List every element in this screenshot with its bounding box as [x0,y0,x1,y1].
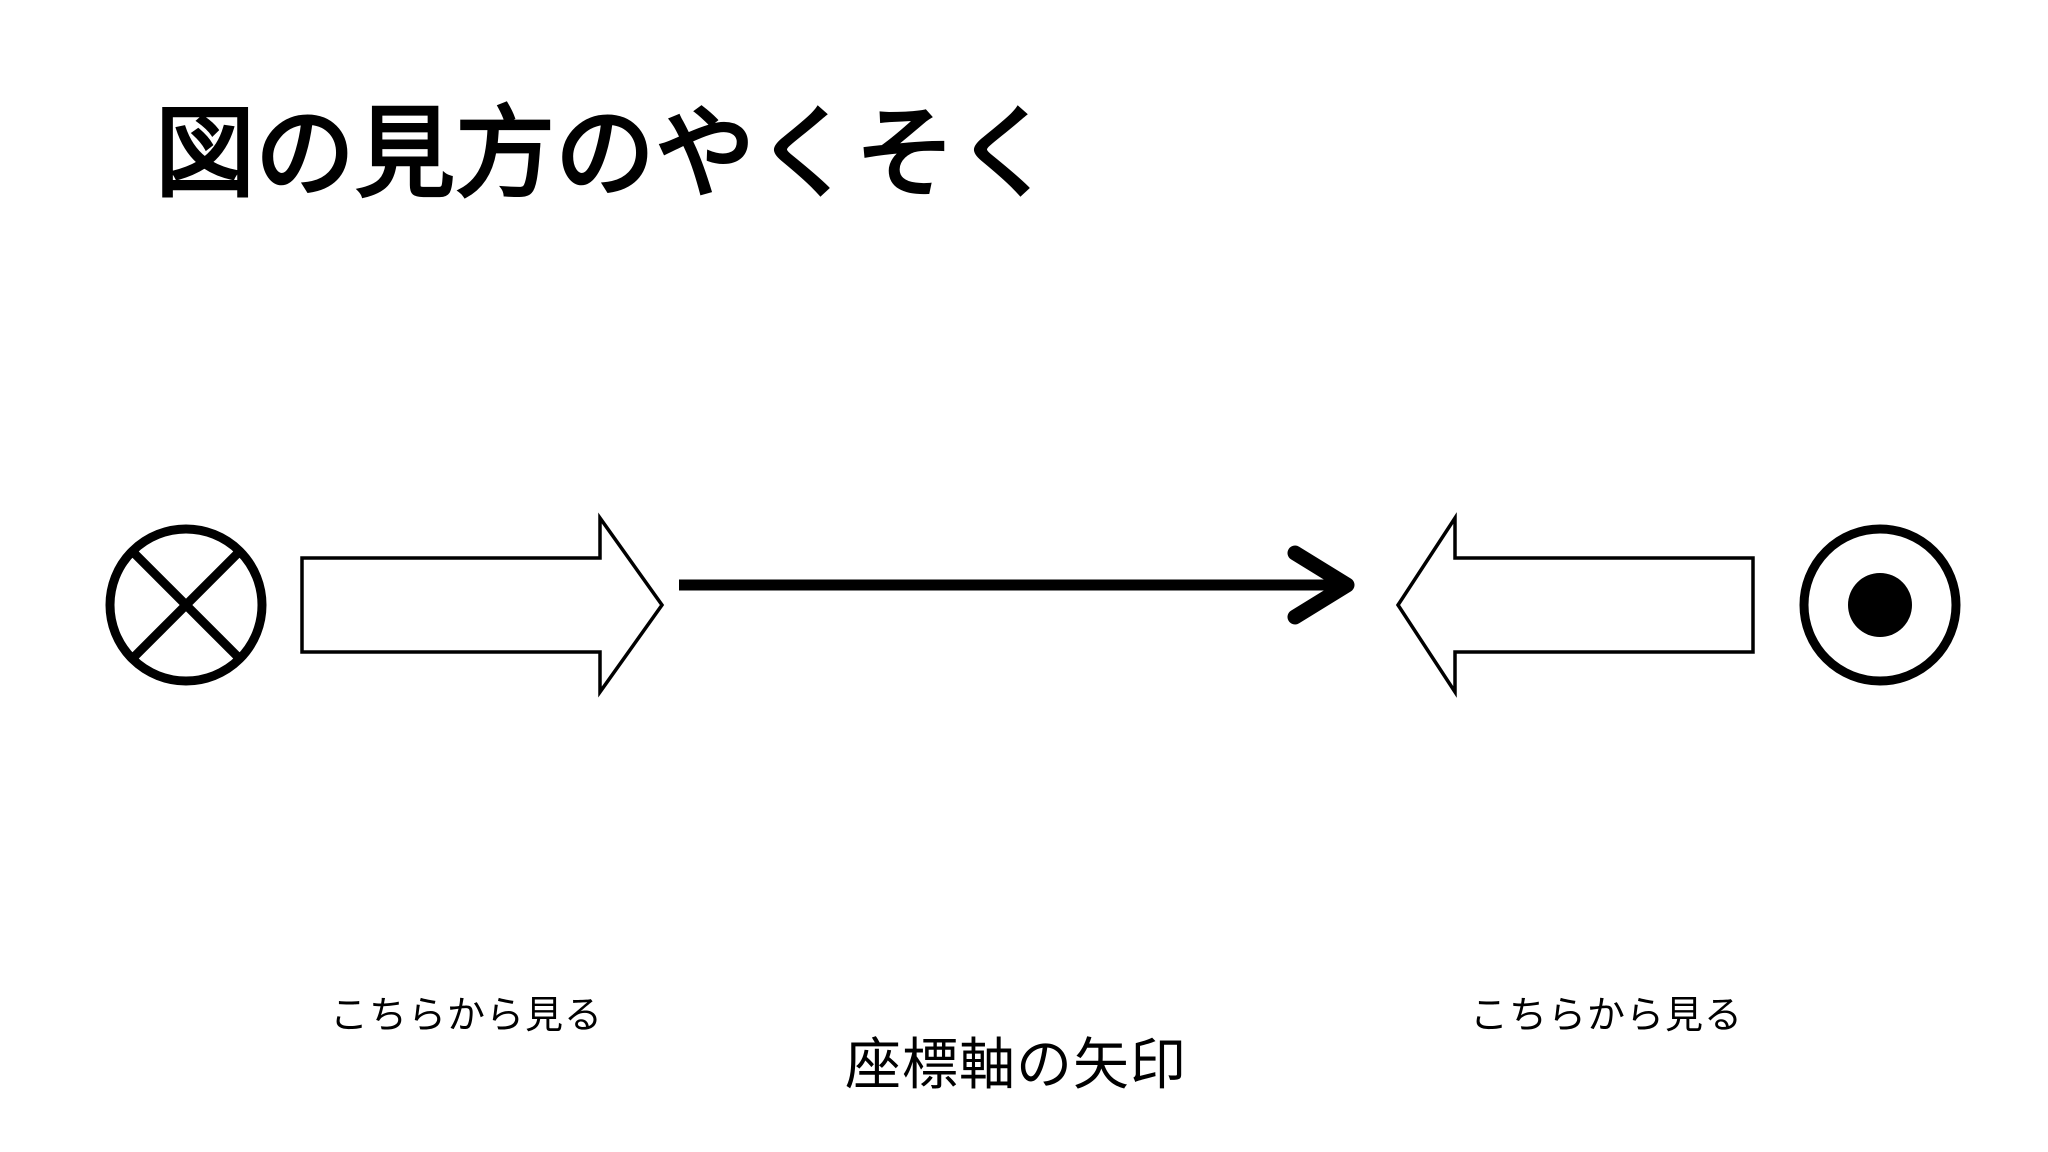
circle-dot-icon [1797,522,1963,688]
page-title: 図の見方のやくそく [155,98,1055,210]
diagram-area: こちらから見る 座標軸の矢印 こちらから見る [0,440,2048,1093]
block-arrow-right-icon [300,510,665,700]
circle-x-icon [103,522,269,688]
block-arrow-left-icon [1395,510,1755,700]
arrow-right-icon [675,545,1375,625]
right-view-direction-label: こちらから見る [1470,995,1744,1037]
axis-arrow-label: 座標軸の矢印 [845,1033,1187,1096]
left-view-direction-label: こちらから見る [330,995,604,1037]
